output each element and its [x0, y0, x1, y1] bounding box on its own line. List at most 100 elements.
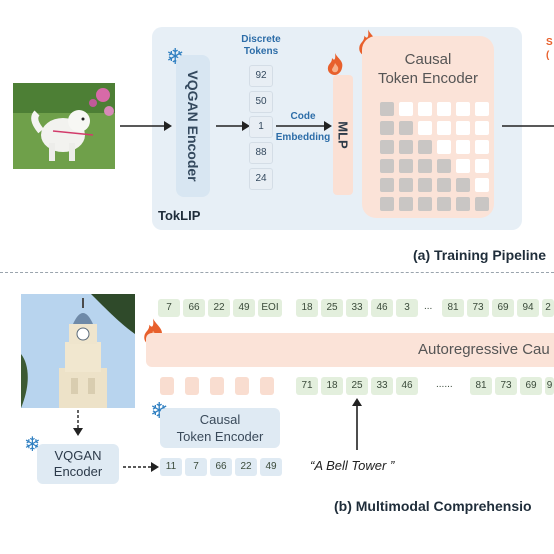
discrete-token: 1: [249, 116, 273, 138]
text-prompt: “A Bell Tower ”: [310, 458, 395, 473]
vqgan-small-title: VQGAN Encoder: [37, 448, 119, 480]
right-edge-line1: S: [546, 37, 553, 48]
autoregressive-block: Autoregressive Cau: [146, 333, 554, 367]
output-token: 25: [321, 299, 343, 317]
input-token: 25: [346, 377, 368, 395]
ellipsis: ......: [436, 379, 453, 390]
encoded-token: 49: [260, 458, 282, 476]
image-embedding-slot: [235, 377, 249, 395]
input-token: 73: [495, 377, 517, 395]
discrete-token: 92: [249, 65, 273, 87]
mask-cell-empty: [418, 121, 432, 135]
mask-cell-empty: [456, 121, 470, 135]
output-token: 49: [233, 299, 255, 317]
discrete-tokens-title: Discrete Tokens: [236, 34, 286, 58]
vqgan-small-line2: Encoder: [53, 464, 103, 479]
encoded-token: 11: [160, 458, 182, 476]
causal-title-line1: Causal: [404, 51, 452, 68]
causal-small-title: Causal Token Encoder: [160, 411, 280, 445]
input-token: 46: [396, 377, 418, 395]
input-token: 33: [371, 377, 393, 395]
flame-icon: [327, 53, 343, 75]
vqgan-small-line1: VQGAN: [54, 448, 102, 463]
output-token: 81: [442, 299, 464, 317]
discrete-title-line2: Tokens: [243, 46, 279, 57]
causal-title-line2: Token Encoder: [377, 70, 479, 87]
mask-cell-empty: [437, 102, 451, 116]
image-embedding-slot: [185, 377, 199, 395]
arrow-to-mlp: [276, 121, 332, 131]
right-edge-line2: (: [546, 50, 550, 61]
mask-cell-empty: [475, 121, 489, 135]
mask-cell-filled: [437, 197, 451, 211]
input-token: 71: [296, 377, 318, 395]
discrete-title-line1: Discrete: [241, 34, 281, 45]
mask-cell-filled: [399, 197, 413, 211]
mask-cell-filled: [437, 159, 451, 173]
mask-cell-filled: [475, 197, 489, 211]
mask-cell-empty: [418, 102, 432, 116]
mask-cell-filled: [399, 159, 413, 173]
discrete-token: 50: [249, 91, 273, 113]
right-edge-text: S (: [546, 36, 553, 62]
mask-cell-empty: [475, 140, 489, 154]
image-embedding-slot: [160, 377, 174, 395]
input-token: 9: [545, 377, 554, 395]
mask-cell-empty: [475, 159, 489, 173]
output-token: EOI: [258, 299, 282, 317]
bell-tower-photo: [21, 294, 135, 408]
comprehension-caption: (b) Multimodal Comprehensio: [334, 498, 532, 514]
mask-cell-filled: [380, 121, 394, 135]
output-token: 33: [346, 299, 368, 317]
mask-cell-filled: [380, 178, 394, 192]
mask-cell-filled: [418, 159, 432, 173]
arrow-up-to-tokens: [352, 398, 362, 450]
code-embedding-line1: Code: [290, 111, 316, 122]
mask-cell-filled: [399, 140, 413, 154]
arrow-to-tokens: [216, 121, 250, 131]
output-token: 22: [208, 299, 230, 317]
output-token: 2: [542, 299, 554, 317]
encoded-token: 66: [210, 458, 232, 476]
causal-small-line2: Token Encoder: [176, 429, 264, 444]
mask-cell-empty: [475, 102, 489, 116]
discrete-token: 24: [249, 168, 273, 190]
input-token: 69: [520, 377, 542, 395]
output-token: 94: [517, 299, 539, 317]
mask-cell-empty: [456, 159, 470, 173]
input-token: 81: [470, 377, 492, 395]
section-divider: [0, 272, 554, 273]
output-token: 7: [158, 299, 180, 317]
mask-cell-filled: [399, 121, 413, 135]
encoded-token: 22: [235, 458, 257, 476]
mask-cell-empty: [456, 102, 470, 116]
mask-cell-filled: [380, 197, 394, 211]
vqgan-encoder-label: VQGAN Encoder: [185, 70, 201, 182]
discrete-token: 88: [249, 142, 273, 164]
code-embedding-label: Code: [270, 110, 336, 123]
snowflake-icon: ❄: [24, 434, 41, 456]
code-embedding-line2: Embedding: [275, 132, 331, 143]
output-token: 69: [492, 299, 514, 317]
image-embedding-slot: [210, 377, 224, 395]
mask-cell-filled: [399, 178, 413, 192]
autoregressive-label: Autoregressive Cau: [418, 341, 550, 358]
output-token: 18: [296, 299, 318, 317]
vqgan-encoder-small: VQGAN Encoder: [37, 444, 119, 484]
dashed-arrow-down: [73, 410, 83, 436]
vqgan-encoder-block: VQGAN Encoder: [176, 55, 210, 197]
code-embedding-label-2: Embedding: [270, 132, 336, 143]
dog-photo: [13, 83, 115, 169]
mask-cell-filled: [418, 140, 432, 154]
mask-cell-filled: [418, 178, 432, 192]
mask-cell-empty: [437, 140, 451, 154]
output-token: 73: [467, 299, 489, 317]
mask-cell-filled: [380, 159, 394, 173]
mask-cell-empty: [456, 140, 470, 154]
causal-encoder-title: Causal Token Encoder: [362, 50, 494, 88]
mask-cell-filled: [380, 140, 394, 154]
ellipsis: ...: [424, 301, 433, 312]
image-embedding-slot: [260, 377, 274, 395]
causal-small-line1: Causal: [199, 412, 241, 427]
output-token: 66: [183, 299, 205, 317]
